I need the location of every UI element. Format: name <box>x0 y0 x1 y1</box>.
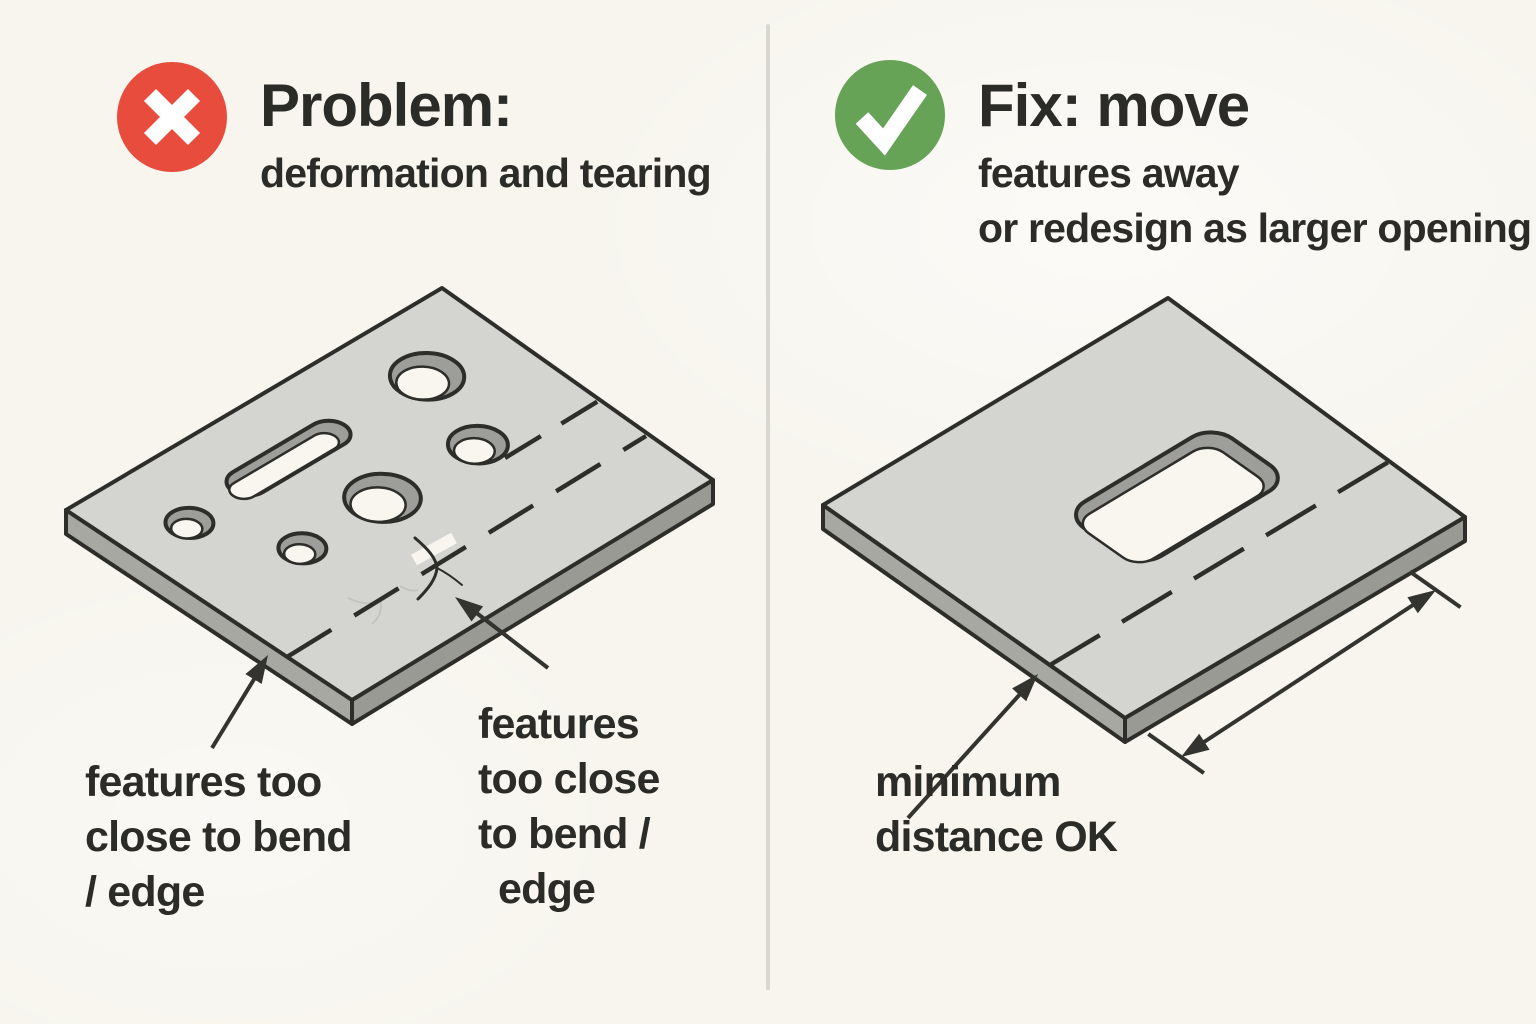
bend-line <box>285 434 648 659</box>
caption-line: / edge <box>85 868 205 916</box>
dimension-line <box>1147 569 1462 775</box>
problem-subtitle: deformation and tearing <box>260 150 712 196</box>
bend-line-secondary <box>503 398 602 460</box>
panel-divider <box>766 24 770 990</box>
fix-subtitle: features away or redesign as larger open… <box>978 146 1532 256</box>
error-icon <box>117 62 227 172</box>
round-hole-through <box>446 433 504 469</box>
caption-line: to bend / <box>478 810 651 858</box>
caption-line: too close <box>478 755 660 803</box>
min-distance-arrow <box>906 674 1038 820</box>
caption-line: features too <box>85 758 322 806</box>
caption-line: close to bend <box>85 813 353 861</box>
crack-arrow <box>455 597 550 670</box>
fix-plate-opening <box>1063 425 1290 569</box>
problem-plate <box>64 286 715 750</box>
problem-title: Problem: <box>260 72 513 139</box>
problem-plate-holes <box>141 343 556 597</box>
dimension-arrowhead <box>1407 590 1436 614</box>
scratch-mark <box>399 585 419 592</box>
caption-line: features <box>478 700 640 748</box>
bend-line <box>1048 456 1397 667</box>
crack-mark-tail <box>436 567 463 586</box>
fix-plate <box>821 296 1467 820</box>
caption-line: distance OK <box>875 813 1118 861</box>
caption-features-close-to-edge: features too close to bend / edge <box>85 755 353 920</box>
large-opening-through <box>1074 442 1272 568</box>
slot-hole-through <box>223 429 345 502</box>
caption-minimum-distance: minimum distance OK <box>875 755 1118 865</box>
fix-subtitle-line: or redesign as larger opening <box>978 205 1532 251</box>
caption-line: edge <box>498 865 596 913</box>
fix-title: Fix: move <box>978 72 1250 139</box>
round-hole-through <box>339 480 417 529</box>
caption-features-close-to-bend: features too close to bend / edge <box>478 697 660 917</box>
fix-subtitle-line: features away <box>978 150 1240 196</box>
round-hole-through <box>385 360 460 407</box>
dimension-extension-tick <box>1408 569 1462 609</box>
check-icon <box>835 60 945 170</box>
caption-line: minimum <box>875 758 1061 806</box>
round-hole-through <box>165 515 209 543</box>
edge-arrow <box>210 655 268 750</box>
round-hole-through <box>278 540 322 568</box>
crack-halo <box>411 532 457 566</box>
dimension-arrowhead <box>1181 733 1210 757</box>
dimension-extension-tick <box>1147 732 1206 775</box>
